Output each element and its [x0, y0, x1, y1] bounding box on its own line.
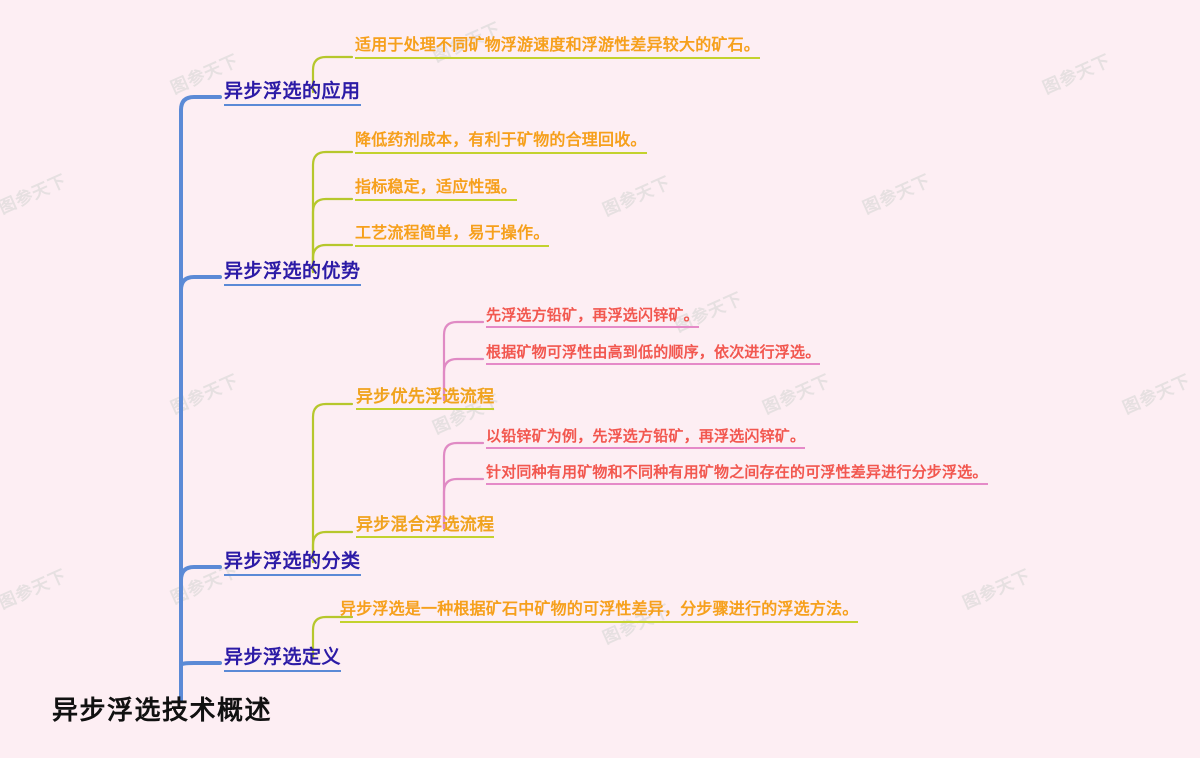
- branch-node-classification[interactable]: 异步浮选的分类: [224, 552, 361, 576]
- olive-link-advantage-1: [311, 150, 354, 274]
- olive-link-classification-priority: [311, 402, 354, 564]
- leaf-node-mixed-1[interactable]: 以铅锌矿为例，先浮选方铅矿，再浮选闪锌矿。: [486, 429, 806, 449]
- leaf-node-advantage-1[interactable]: 降低药剂成本，有利于矿物的合理回收。: [355, 133, 647, 154]
- leaf-node-definition-1[interactable]: 异步浮选是一种根据矿石中矿物的可浮性差异，分步骤进行的浮选方法。: [340, 602, 859, 623]
- trunk-branch-application: [179, 95, 222, 112]
- leaf-node-advantage-3[interactable]: 工艺流程简单，易于操作。: [355, 226, 550, 247]
- trunk-branch-definition: [179, 661, 222, 667]
- leaf-node-priority-1[interactable]: 先浮选方铅矿，再浮选闪锌矿。: [486, 308, 699, 328]
- watermark-text: 图参天下: [0, 566, 70, 614]
- watermark-text: 图参天下: [1040, 51, 1114, 99]
- trunk-branch-classification: [179, 565, 222, 582]
- watermark-text: 图参天下: [960, 566, 1034, 614]
- watermark-text: 图参天下: [760, 371, 834, 419]
- watermark-text: 图参天下: [1120, 371, 1194, 419]
- leaf-node-advantage-2[interactable]: 指标稳定，适应性强。: [355, 180, 518, 201]
- leaf-node-priority-2[interactable]: 根据矿物可浮性由高到低的顺序，依次进行浮选。: [486, 345, 821, 365]
- leaf-node-application-1[interactable]: 适用于处理不同矿物浮游速度和浮游性差异较大的矿石。: [355, 38, 761, 59]
- watermark-text: 图参天下: [600, 173, 674, 221]
- watermark-text: 图参天下: [860, 171, 934, 219]
- branch-node-advantages[interactable]: 异步浮选的优势: [224, 262, 361, 286]
- leaf-node-mixed-2[interactable]: 针对同种有用矿物和不同种有用矿物之间存在的可浮性差异进行分步浮选。: [486, 465, 988, 485]
- subbranch-node-mixed-flow[interactable]: 异步混合浮选流程: [356, 516, 495, 538]
- root-node[interactable]: 异步浮选技术概述: [52, 695, 273, 725]
- watermark-text: 图参天下: [0, 171, 70, 219]
- subbranch-node-priority-flow[interactable]: 异步优先浮选流程: [356, 388, 495, 410]
- trunk-branch-advantages: [179, 275, 222, 292]
- branch-node-application[interactable]: 异步浮选的应用: [224, 82, 361, 106]
- branch-node-definition[interactable]: 异步浮选定义: [224, 648, 342, 672]
- watermark-text: 图参天下: [168, 371, 242, 419]
